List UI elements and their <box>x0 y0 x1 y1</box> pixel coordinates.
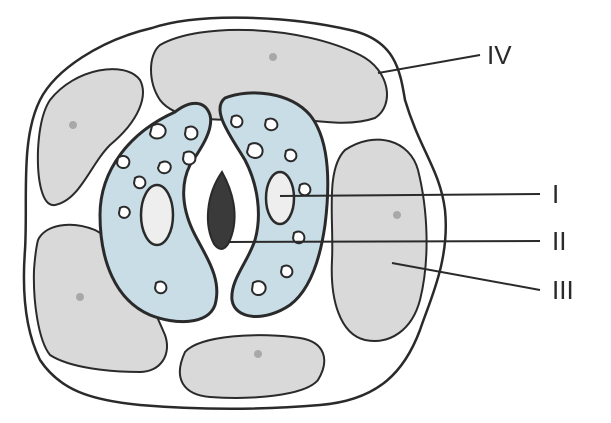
epidermal-cell-bottom-dot <box>254 350 262 358</box>
label-IV: IV <box>487 40 512 70</box>
epidermal-cell-top-dot <box>269 53 277 61</box>
epidermal-cell-right-dot <box>393 211 401 219</box>
label-I: I <box>552 179 559 209</box>
epidermal-cell-right <box>332 140 427 341</box>
epidermal-cell-bottom <box>180 335 324 398</box>
label-II: II <box>552 226 566 256</box>
guard-cell-left-nucleus <box>141 185 173 245</box>
epidermal-cell-left-dot <box>69 121 77 129</box>
label-III: III <box>552 275 574 305</box>
leader-line-II <box>228 241 540 242</box>
epidermal-cell-bottom-left-dot <box>76 293 84 301</box>
guard-cell-right-nucleus <box>266 172 294 224</box>
stomatal-pore <box>208 172 235 249</box>
